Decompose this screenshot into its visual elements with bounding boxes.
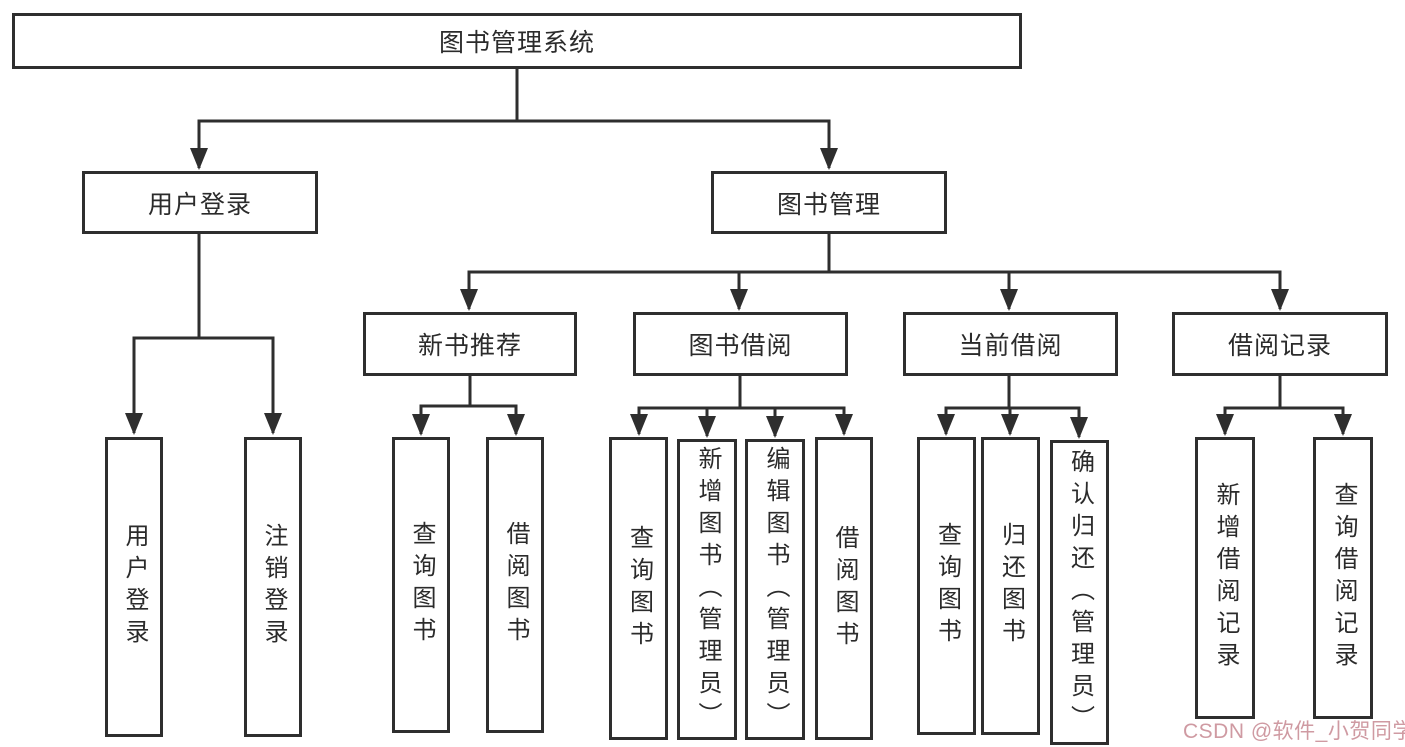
arrow-icon <box>412 414 430 436</box>
node-label: 借阅图书 <box>831 524 858 653</box>
node-label: 编辑图书（管理员） <box>762 445 789 734</box>
node-bb-edit-books-admin: 编辑图书（管理员） <box>745 439 805 740</box>
arrow-icon <box>766 416 784 438</box>
node-nbr-query-books: 查询图书 <box>392 437 450 733</box>
node-label: 查询图书 <box>933 522 961 650</box>
node-user-login: 用户登录 <box>82 171 318 234</box>
node-nbr-borrow-books: 借阅图书 <box>486 437 544 733</box>
arrow-icon <box>1216 414 1234 436</box>
node-label: 新增图书（管理员） <box>694 445 721 734</box>
node-br-query-record: 查询借阅记录 <box>1313 437 1373 719</box>
arrow-icon <box>698 416 716 438</box>
arrow-icon <box>1001 414 1019 436</box>
node-label: 查询借阅记录 <box>1330 482 1357 674</box>
node-leaf-user-login: 用户登录 <box>105 437 163 737</box>
node-label: 用户登录 <box>147 190 252 219</box>
arrow-icon <box>820 148 838 170</box>
arrow-icon <box>507 414 525 436</box>
arrow-icon <box>190 148 208 170</box>
node-book-borrow: 图书借阅 <box>633 312 848 376</box>
node-cb-confirm-return-admin: 确认归还（管理员） <box>1050 440 1109 745</box>
node-label: 归还图书 <box>997 522 1025 650</box>
node-br-add-record: 新增借阅记录 <box>1195 437 1255 719</box>
node-label: 图书借阅 <box>688 332 793 360</box>
node-label: 新书推荐 <box>417 332 522 360</box>
arrow-icon <box>1000 289 1018 311</box>
arrow-icon <box>630 414 648 436</box>
arrow-icon <box>125 413 143 435</box>
node-label: 用户登录 <box>121 523 148 651</box>
node-current-borrow: 当前借阅 <box>903 312 1118 376</box>
arrow-icon <box>835 414 853 436</box>
arrow-icon <box>1271 289 1289 311</box>
node-book-management: 图书管理 <box>711 171 947 234</box>
node-label: 图书管理 <box>776 190 881 219</box>
node-label: 确认归还（管理员） <box>1066 448 1094 737</box>
node-label: 借阅图书 <box>502 521 529 649</box>
node-label: 新增借阅记录 <box>1212 482 1239 674</box>
node-new-book-recommend: 新书推荐 <box>363 312 577 376</box>
node-label: 借阅记录 <box>1227 332 1332 360</box>
node-bb-add-books-admin: 新增图书（管理员） <box>677 439 737 740</box>
node-cb-query-books: 查询图书 <box>917 437 976 735</box>
node-label: 当前借阅 <box>958 332 1063 360</box>
node-leaf-logout: 注销登录 <box>244 437 302 737</box>
arrow-icon <box>460 289 478 311</box>
arrow-icon <box>730 289 748 311</box>
arrow-icon <box>937 414 955 436</box>
watermark: CSDN @软件_小贺同学 <box>1183 720 1405 743</box>
node-bb-query-books: 查询图书 <box>609 437 668 740</box>
node-label: 注销登录 <box>260 523 287 651</box>
node-label: 查询图书 <box>408 521 435 649</box>
node-bb-borrow-books: 借阅图书 <box>815 437 873 740</box>
arrow-icon <box>1334 414 1352 436</box>
node-label: 图书管理系统 <box>438 29 595 57</box>
node-root: 图书管理系统 <box>12 13 1022 69</box>
arrow-icon <box>1070 417 1088 439</box>
arrow-icon <box>264 413 282 435</box>
node-cb-return-books: 归还图书 <box>981 437 1040 735</box>
node-label: 查询图书 <box>625 524 653 653</box>
node-borrow-records: 借阅记录 <box>1172 312 1388 376</box>
